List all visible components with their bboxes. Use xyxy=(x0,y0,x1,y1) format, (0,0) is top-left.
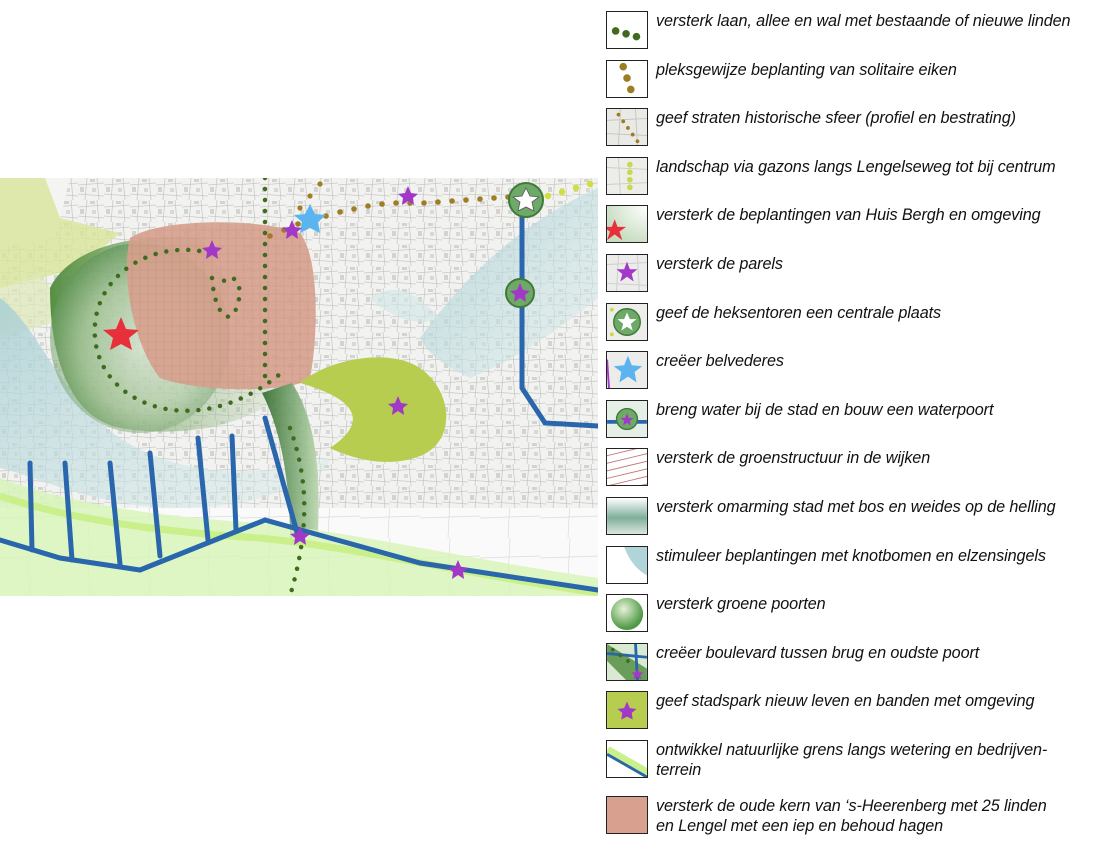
legend-label: creëer belvederes xyxy=(656,352,784,371)
legend-item-huis-bergh: versterk de beplantingen van Huis Bergh … xyxy=(606,205,1111,254)
legend-item-wetering: ontwikkel natuurlijke grens langs weteri… xyxy=(606,739,1111,796)
red-block-icon xyxy=(606,795,648,834)
water-gate-icon xyxy=(606,399,648,438)
magenta-star-icon xyxy=(606,253,648,292)
plan-map xyxy=(0,178,598,596)
magenta-star-icon xyxy=(282,220,302,239)
legend-item-groenstructuur: versterk de groenstructuur in de wijken xyxy=(606,448,1111,497)
legend-label: geef straten historische sfeer (profiel … xyxy=(656,109,1016,128)
legend-item-lawns: landschap via gazons langs Lengelseweg t… xyxy=(606,156,1111,206)
legend-item-boulevard: creëer boulevard tussen brug en oudste p… xyxy=(606,642,1111,692)
light-blue-band-icon xyxy=(606,545,648,584)
legend-item-oaks: pleksgewijze beplanting van solitaire ei… xyxy=(606,59,1111,109)
green-band-icon xyxy=(606,496,648,535)
green-circle-icon xyxy=(606,594,648,633)
yellow-dots-icon xyxy=(606,156,648,195)
magenta-star-icon xyxy=(202,240,222,259)
legend-item-oude-kern: versterk de oude kern van ‘s-Heerenberg … xyxy=(606,795,1111,852)
legend-label: landschap via gazons langs Lengelseweg t… xyxy=(656,157,1056,176)
legend-label: ontwikkel natuurlijke grens langs weteri… xyxy=(656,740,1048,779)
magenta-star-icon xyxy=(510,283,530,302)
legend-item-heksentoren: geef de heksentoren een centrale plaats xyxy=(606,302,1111,352)
legend-label: versterk de groenstructuur in de wijken xyxy=(656,449,931,468)
legend-item-stadspark: geef stadspark nieuw leven en banden met… xyxy=(606,691,1111,740)
legend-label: breng water bij de stad en bouw een wate… xyxy=(656,400,994,419)
legend-label: versterk groene poorten xyxy=(656,595,826,614)
legend-item-streets: geef straten historische sfeer (profiel … xyxy=(606,108,1111,157)
legend-item-omarming: versterk omarming stad met bos en weides… xyxy=(606,496,1111,546)
map-canvas xyxy=(0,178,598,596)
legend-item-lane: versterk laan, allee en wal met bestaand… xyxy=(606,11,1111,60)
legend-item-waterpoort: breng water bij de stad en bouw een wate… xyxy=(606,399,1111,449)
boulevard-icon xyxy=(606,642,648,681)
red-star-icon xyxy=(606,205,648,244)
legend-label: geef de heksentoren een centrale plaats xyxy=(656,303,941,322)
white-star-icon xyxy=(511,187,541,212)
red-star-icon xyxy=(103,317,139,350)
legend-label: stimuleer beplantingen met knotbomen en … xyxy=(656,546,1046,565)
blue-star-icon xyxy=(294,204,326,233)
legend-label: geef stadspark nieuw leven en banden met… xyxy=(656,692,1035,711)
legend-label: versterk de beplantingen van Huis Bergh … xyxy=(656,206,1041,225)
legend-item-belvederes: creëer belvederes xyxy=(606,351,1111,400)
green-dots-icon xyxy=(606,11,648,49)
legend-item-knotbomen: stimuleer beplantingen met knotbomen en … xyxy=(606,545,1111,595)
white-star-ring-icon xyxy=(606,302,648,341)
dotted-street-icon xyxy=(606,108,648,147)
legend-item-parels: versterk de parels xyxy=(606,253,1111,303)
magenta-star-icon xyxy=(388,396,408,415)
legend-label: pleksgewijze beplanting van solitaire ei… xyxy=(656,60,957,79)
magenta-star-icon xyxy=(398,186,418,205)
legend-label: versterk de parels xyxy=(656,254,783,273)
stream-line-icon xyxy=(606,739,648,778)
legend-label: versterk omarming stad met bos en weides… xyxy=(656,497,1056,516)
brown-dots-icon xyxy=(606,59,648,98)
blue-star-icon xyxy=(606,351,648,390)
legend-item-groene-poorten: versterk groene poorten xyxy=(606,594,1111,643)
magenta-star-icon xyxy=(448,560,468,579)
legend-label: versterk de oude kern van ‘s-Heerenberg … xyxy=(656,796,1047,835)
hatch-icon xyxy=(606,448,648,487)
magenta-star-icon xyxy=(290,526,310,545)
map-legend: versterk laan, allee en wal met bestaand… xyxy=(606,11,1111,852)
park-star-icon xyxy=(606,691,648,730)
legend-label: versterk laan, allee en wal met bestaand… xyxy=(656,12,1071,30)
legend-label: creëer boulevard tussen brug en oudste p… xyxy=(656,643,980,662)
